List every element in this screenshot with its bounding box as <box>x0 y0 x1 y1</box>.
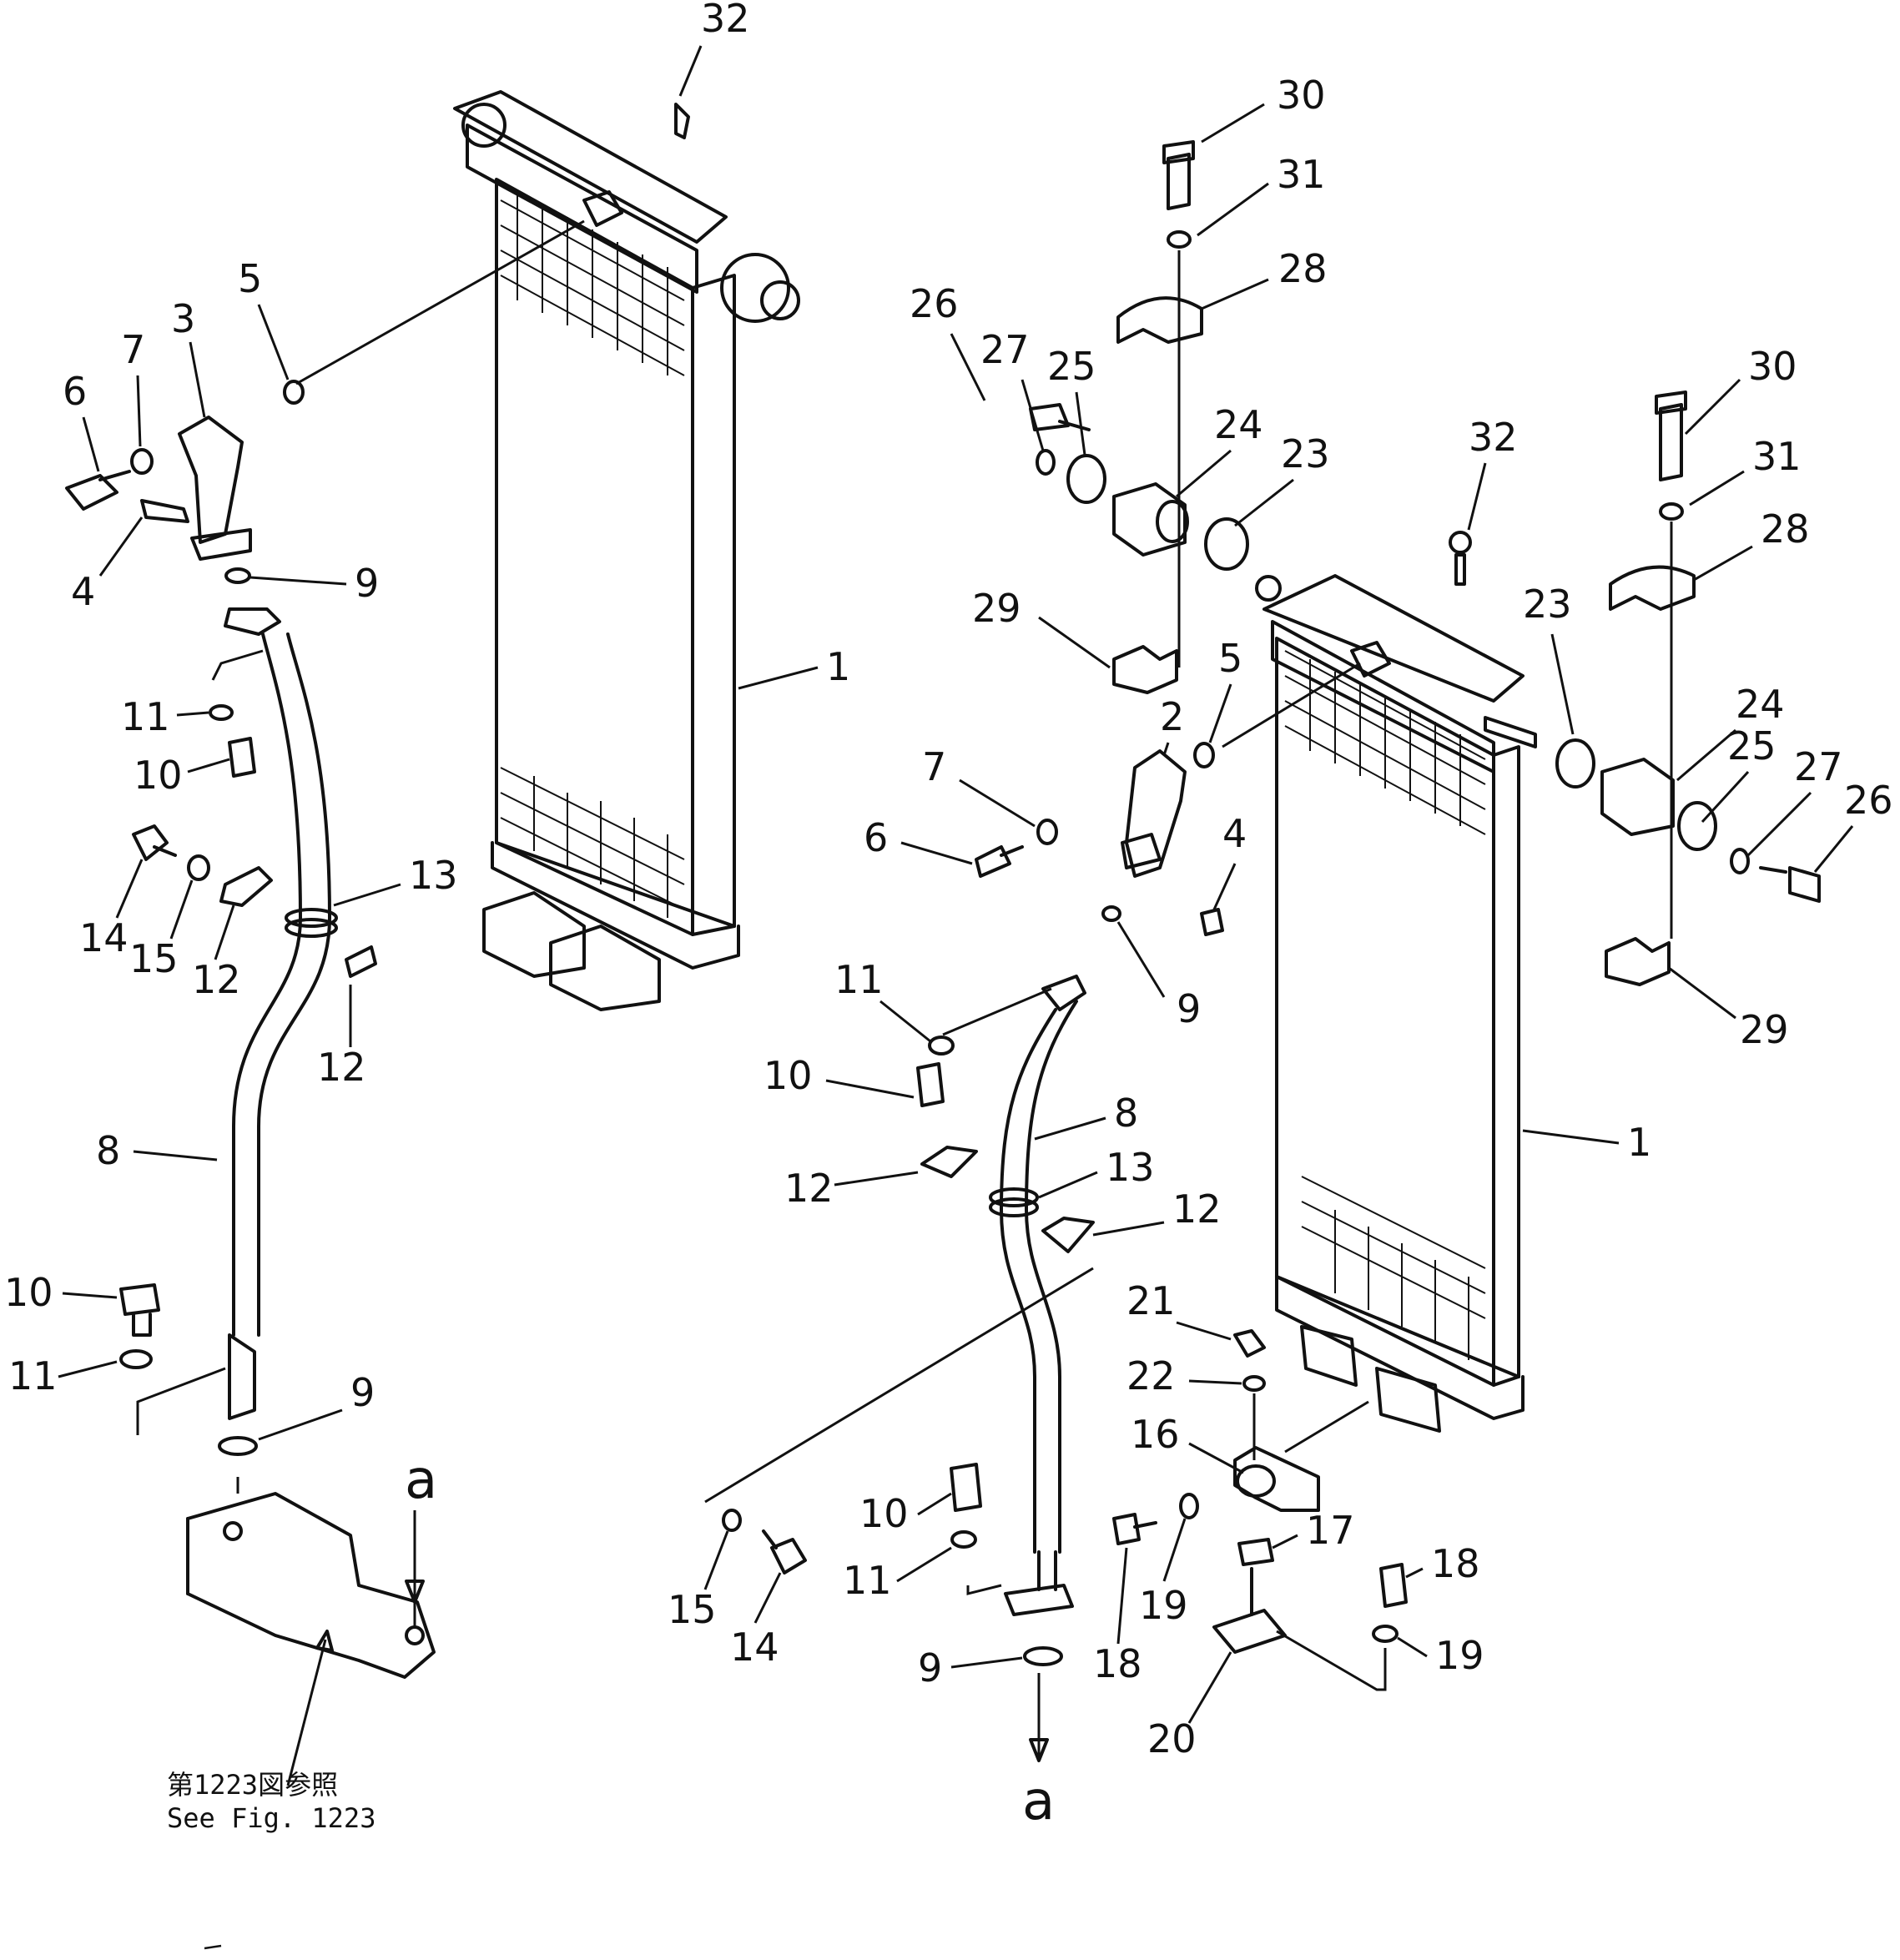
callout-18-right: 18 <box>1431 1541 1480 1586</box>
callout-22: 22 <box>1126 1353 1176 1398</box>
callout-1-right: 1 <box>1627 1120 1651 1165</box>
right-radiator <box>1255 574 1537 1433</box>
callout-8: 8 <box>96 1128 120 1173</box>
callout-10-right-upper: 10 <box>764 1053 813 1098</box>
callout-32-right: 32 <box>1469 415 1518 460</box>
callout-25-lower: 25 <box>1727 723 1777 768</box>
right-pipe-assembly <box>704 662 1361 1666</box>
callout-13: 13 <box>409 853 458 898</box>
left-callouts: 32 5 3 7 6 4 9 11 10 1 13 14 15 12 12 8 … <box>4 0 850 1786</box>
callout-28-lower: 28 <box>1761 506 1810 552</box>
reference-note-jp: 第1223図参照 <box>167 1769 338 1801</box>
callout-23-upper: 23 <box>1281 431 1330 476</box>
callout-19-right: 19 <box>1435 1633 1484 1678</box>
callout-11-lower: 11 <box>8 1353 58 1398</box>
callout-29-upper: 29 <box>972 586 1021 631</box>
right-lower-mount <box>1112 1329 1408 1691</box>
callout-8-right: 8 <box>1114 1091 1138 1136</box>
callout-31-lower: 31 <box>1752 434 1802 479</box>
callout-12-left: 12 <box>192 957 241 1002</box>
callout-2: 2 <box>1160 694 1184 739</box>
callout-24-upper: 24 <box>1214 402 1263 447</box>
callout-9-right-lower: 9 <box>918 1645 942 1690</box>
callout-18-left: 18 <box>1093 1641 1142 1686</box>
callout-10-right-lower: 10 <box>859 1491 909 1536</box>
callout-13-right: 13 <box>1106 1145 1155 1190</box>
callout-15-right: 15 <box>668 1587 717 1632</box>
callout-20: 20 <box>1147 1716 1197 1761</box>
callout-a-left: a <box>405 1449 437 1511</box>
callout-11-right-upper: 11 <box>834 957 884 1002</box>
callout-21: 21 <box>1126 1278 1176 1323</box>
callout-a-right: a <box>1022 1771 1055 1832</box>
callout-27-upper: 27 <box>980 327 1030 372</box>
callout-29-lower: 29 <box>1740 1007 1789 1052</box>
callout-17: 17 <box>1306 1508 1355 1553</box>
callout-23-lower: 23 <box>1523 582 1572 627</box>
callout-3: 3 <box>171 296 195 341</box>
callout-11-upper: 11 <box>121 694 170 739</box>
callout-7-right: 7 <box>922 744 946 789</box>
callout-28-upper: 28 <box>1278 246 1328 291</box>
callout-10-lower: 10 <box>4 1270 53 1315</box>
callout-6: 6 <box>63 369 87 414</box>
callout-14-right: 14 <box>730 1625 779 1670</box>
callout-12-right: 12 <box>317 1045 366 1090</box>
callout-7: 7 <box>121 327 145 372</box>
callout-4-right: 4 <box>1222 811 1247 856</box>
left-radiator <box>453 90 800 1011</box>
callout-9-right-upper: 9 <box>1177 986 1201 1031</box>
callout-5: 5 <box>238 256 262 301</box>
callout-25-upper: 25 <box>1047 344 1096 389</box>
callout-31-upper: 31 <box>1277 152 1326 197</box>
callout-30-lower: 30 <box>1748 344 1797 389</box>
callout-26-lower: 26 <box>1844 778 1893 823</box>
callout-14: 14 <box>79 915 129 960</box>
callout-27-lower: 27 <box>1794 744 1843 789</box>
stray-mark <box>204 1944 222 1950</box>
callout-9-upper: 9 <box>355 561 379 606</box>
right-mount-lower <box>1555 390 1821 986</box>
right-mount-upper <box>1029 140 1249 694</box>
callout-16: 16 <box>1131 1412 1180 1457</box>
callout-6-right: 6 <box>864 815 888 860</box>
callout-30-upper: 30 <box>1277 73 1326 118</box>
callout-10-upper: 10 <box>134 753 183 798</box>
callout-12-right-left: 12 <box>784 1166 834 1211</box>
callout-5-right: 5 <box>1218 636 1242 681</box>
callout-32: 32 <box>701 0 750 41</box>
callout-9-lower: 9 <box>350 1370 375 1415</box>
callout-1: 1 <box>826 644 850 689</box>
callout-15: 15 <box>129 936 179 981</box>
left-pipe-assembly <box>65 219 585 1679</box>
callout-12-right-right: 12 <box>1172 1187 1222 1232</box>
reference-note-en: See Fig. 1223 <box>167 1802 375 1834</box>
right-callouts: 30 31 28 26 27 25 24 23 29 32 30 31 28 2… <box>668 73 1893 1832</box>
callout-24-lower: 24 <box>1736 682 1785 727</box>
callout-26-upper: 26 <box>910 281 959 326</box>
callout-19-left: 19 <box>1139 1583 1188 1628</box>
callout-11-right-lower: 11 <box>843 1558 892 1603</box>
callout-4: 4 <box>71 569 95 614</box>
